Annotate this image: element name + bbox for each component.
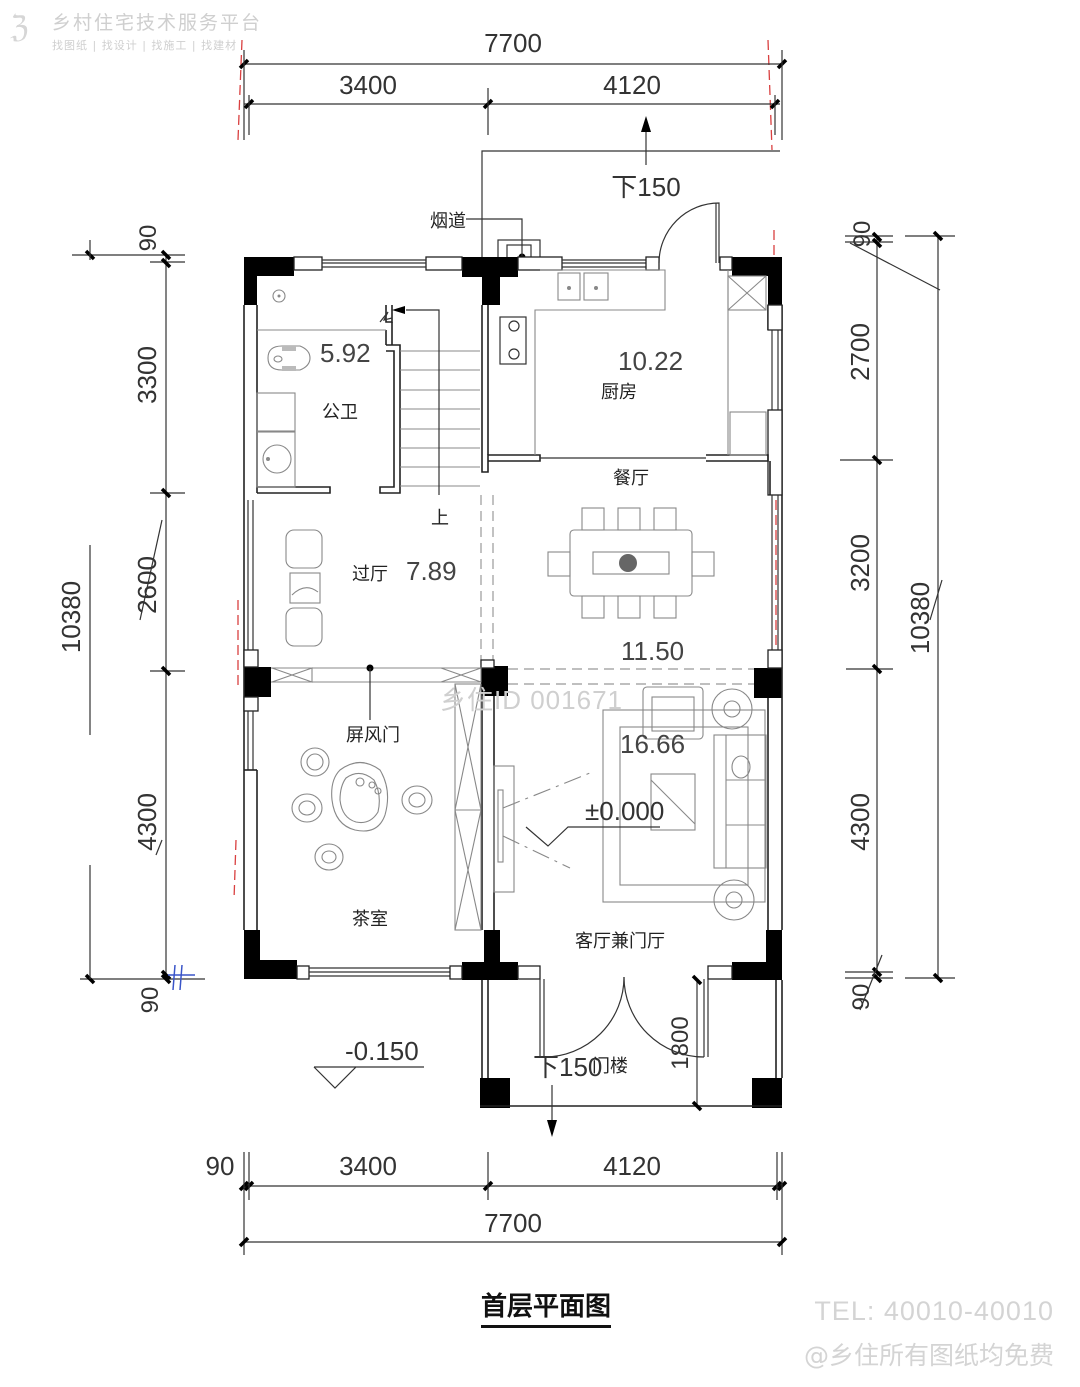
- top-dimension-segments: 3400 4120: [243, 70, 781, 135]
- top-overall-label: 7700: [484, 28, 542, 58]
- stair-up-label: 上: [431, 508, 449, 529]
- room-labels: 5.92 公卫 10.22 厨房 餐厅 11.50 过厅 7.89 屏风门 茶室…: [320, 338, 685, 1082]
- drawing-title: 首层平面图: [481, 1286, 612, 1328]
- right-segment-1-label: 2700: [845, 323, 875, 381]
- right-dimensions: 90 2700 3200 4300 10380 90: [840, 221, 955, 1011]
- flue: 烟道: [430, 211, 541, 263]
- reference-lines: [233, 39, 777, 901]
- bottom-dimensions: 90 3400 4120 7700: [206, 1151, 788, 1255]
- dining-label: 餐厅: [613, 468, 649, 489]
- hall-label: 过厅: [352, 564, 388, 585]
- top-dimension-overall: 7700: [238, 28, 788, 140]
- dining-set: [547, 507, 715, 619]
- plan-id-watermark: 乡住ID 001671: [440, 685, 623, 715]
- kitchen-area: 10.22: [618, 346, 683, 376]
- porch-depth-label: 1800: [667, 1016, 694, 1069]
- toilet-fixtures: [256, 289, 386, 488]
- down-arrow-icon: [547, 1120, 557, 1137]
- up-arrow-icon: [641, 116, 651, 132]
- toilet-label: 公卫: [322, 402, 358, 423]
- porch-label: 门楼: [592, 1056, 628, 1077]
- living-label: 客厅兼门厅: [575, 931, 665, 952]
- left-segment-1-label: 3300: [132, 346, 162, 404]
- contact-phone: TEL: 40010-40010: [814, 1296, 1054, 1326]
- stair: 上: [379, 306, 480, 529]
- tea-room-rockery: [291, 747, 433, 871]
- back-yard-outline: 下150: [481, 116, 780, 258]
- bottom-offset-label: 90: [206, 1151, 235, 1181]
- flue-label: 烟道: [430, 211, 466, 232]
- outdoor-elevation-marker: -0.150: [313, 1036, 424, 1089]
- right-overall-label: 10380: [905, 582, 935, 654]
- left-segment-3-label: 4300: [132, 793, 162, 851]
- left-dimensions: 90 3300 2600 4300 10380 90: [56, 225, 205, 1014]
- floor-elevation-label: ±0.000: [585, 796, 664, 826]
- right-top-offset-label: 90: [849, 221, 876, 248]
- screen-door-label: 屏风门: [346, 725, 400, 746]
- right-segment-3-label: 4300: [845, 793, 875, 851]
- top-segment-1-label: 3400: [339, 70, 397, 100]
- toilet-area: 5.92: [320, 338, 371, 368]
- platform-tagline: 找图纸 | 找设计 | 找施工 | 找建材: [52, 39, 238, 52]
- left-top-offset-label: 90: [135, 225, 162, 252]
- kitchen-label: 厨房: [601, 382, 637, 403]
- bottom-overall-label: 7700: [484, 1208, 542, 1238]
- right-segment-2-label: 3200: [845, 534, 875, 592]
- logo-icon: ℨ: [10, 10, 29, 45]
- structural-walls: [244, 257, 782, 1108]
- living-room-furniture: [493, 686, 767, 921]
- top-segment-2-label: 4120: [603, 70, 661, 100]
- living-area: 16.66: [620, 729, 685, 759]
- right-bottom-offset-label: 90: [848, 984, 875, 1011]
- wall-outlines: 1800: [243, 202, 783, 1137]
- tea-room-label: 茶室: [352, 909, 388, 930]
- left-bottom-offset-label: 90: [137, 987, 164, 1014]
- front-step-label: 下150: [533, 1052, 602, 1082]
- platform-logo: ℨ 乡村住宅技术服务平台 找图纸 | 找设计 | 找施工 | 找建材: [10, 8, 262, 53]
- platform-name: 乡村住宅技术服务平台: [52, 12, 263, 34]
- left-overall-label: 10380: [56, 581, 86, 653]
- floor-elevation-marker: ±0.000: [525, 796, 664, 847]
- outdoor-elevation-label: -0.150: [345, 1036, 419, 1066]
- hall-area: 7.89: [406, 556, 457, 586]
- back-step-label: 下150: [611, 172, 680, 202]
- free-drawings-note: @乡住所有图纸均免费: [803, 1341, 1054, 1370]
- kitchen-fixtures: [499, 269, 767, 456]
- bottom-segment-2-label: 4120: [603, 1151, 661, 1181]
- hall-seating: [285, 529, 323, 647]
- left-segment-2-label: 2600: [132, 556, 162, 614]
- dining-area: 11.50: [621, 636, 684, 666]
- bottom-segment-1-label: 3400: [339, 1151, 397, 1181]
- stair-arrow-icon: [392, 306, 405, 314]
